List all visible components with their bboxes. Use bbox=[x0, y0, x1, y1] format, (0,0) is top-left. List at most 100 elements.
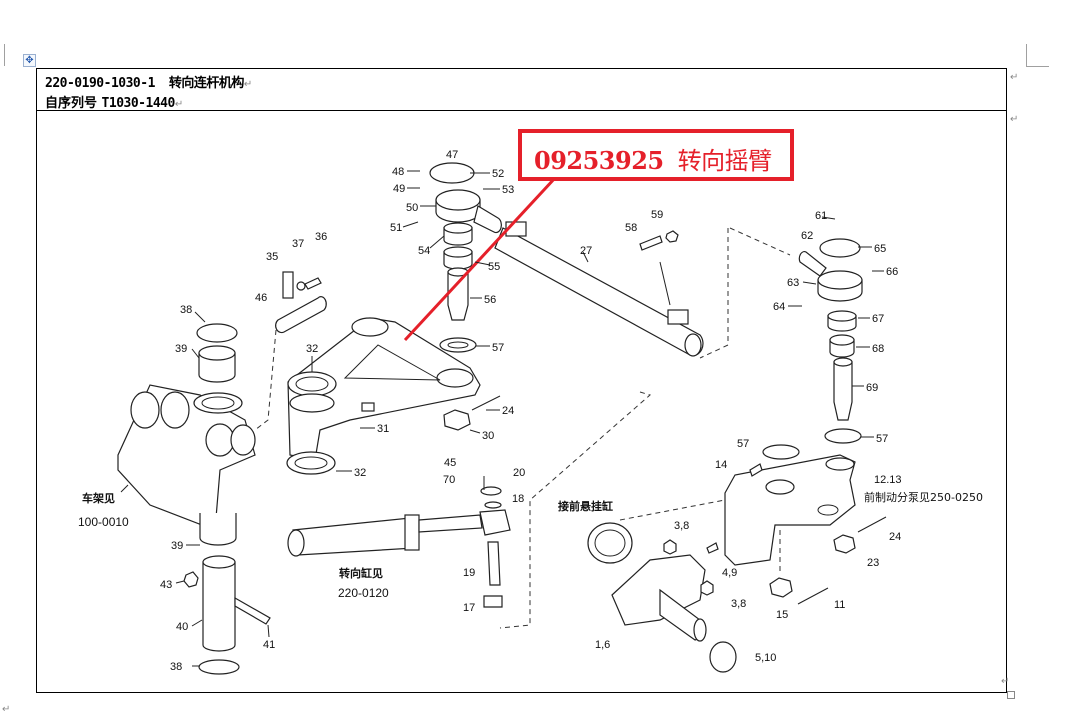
ball-stud-56-part bbox=[447, 271, 469, 321]
nut-15-part bbox=[769, 577, 793, 598]
header-serial-line: 自序列号 T1030-1440↵ bbox=[45, 92, 183, 111]
part-label: 36 bbox=[315, 231, 327, 243]
paragraph-mark: ↵ bbox=[1001, 676, 1010, 687]
callout-part-number: 09253925 bbox=[534, 146, 664, 175]
plug-3-8-part bbox=[663, 539, 677, 555]
nut-23-part bbox=[833, 534, 856, 554]
seat-18-part bbox=[484, 501, 502, 509]
part-label: 64 bbox=[773, 301, 785, 313]
part-label: 69 bbox=[866, 382, 878, 394]
part-label: 32 bbox=[306, 343, 318, 355]
nut-59-part bbox=[665, 230, 679, 243]
part-label: 56 bbox=[484, 294, 496, 306]
washer-37-part bbox=[296, 281, 306, 291]
part-label: 35 bbox=[266, 251, 278, 263]
part-label: 3,8 bbox=[674, 520, 689, 532]
bolt-14-part bbox=[749, 463, 763, 477]
part-label: 27 bbox=[580, 245, 592, 257]
suspension-label: 接前悬挂缸 bbox=[558, 499, 613, 513]
table-move-handle-icon[interactable]: ✥ bbox=[23, 54, 36, 67]
part-label: 18 bbox=[512, 493, 524, 505]
part-label: 62 bbox=[801, 230, 813, 242]
part-label: 50 bbox=[406, 202, 418, 214]
seal-57-part bbox=[439, 337, 477, 353]
nut-43-part bbox=[183, 571, 199, 588]
part-label: 15 bbox=[776, 609, 788, 621]
part-label: 58 bbox=[625, 222, 637, 234]
part-label: 63 bbox=[787, 277, 799, 289]
part-label: 12.13 bbox=[874, 474, 902, 486]
leader-lines bbox=[120, 170, 884, 667]
cover-20-part bbox=[480, 486, 502, 496]
part-label: 5,10 bbox=[755, 652, 776, 664]
cotter-pin-24b-part bbox=[857, 516, 887, 533]
part-label: 38 bbox=[180, 304, 192, 316]
knuckle-arm-12-13-part bbox=[724, 454, 856, 566]
bolt-36-part bbox=[304, 277, 322, 290]
bolt-58-part bbox=[639, 235, 663, 251]
plug-3-8b-part bbox=[700, 580, 714, 596]
cotter-pin-24-part bbox=[471, 395, 501, 411]
page-margin-corner-right bbox=[1026, 44, 1049, 67]
seal-5-10-part bbox=[709, 641, 737, 673]
part-label: 4,9 bbox=[722, 567, 737, 579]
part-label: 17 bbox=[463, 602, 475, 614]
part-label: 66 bbox=[886, 266, 898, 278]
cover-65-part bbox=[819, 238, 861, 258]
frame-ref-code: 100-0010 bbox=[78, 515, 129, 529]
part-label: 70 bbox=[443, 474, 455, 486]
brake-ref-label: 前制动分泵见250-0250 bbox=[864, 490, 983, 504]
cap-38-part bbox=[196, 323, 238, 343]
part-label: 48 bbox=[392, 166, 404, 178]
part-label: 19 bbox=[463, 567, 475, 579]
part-label: 23 bbox=[867, 557, 879, 569]
part-label: 40 bbox=[176, 621, 188, 633]
part-number-labels: 47 48 49 52 53 50 51 54 55 56 57 27 58 5… bbox=[160, 149, 902, 673]
part-label: 57 bbox=[492, 342, 504, 354]
part-label: 30 bbox=[482, 430, 494, 442]
reference-notes: 车架见 100-0010 转向缸见 220-0120 接前悬挂缸 前制动分泵见2… bbox=[78, 490, 983, 600]
cap-38-lower-part bbox=[198, 659, 240, 675]
part-label: 55 bbox=[488, 261, 500, 273]
part-label: 20 bbox=[513, 467, 525, 479]
part-label: 24 bbox=[889, 531, 901, 543]
part-label: 3,8 bbox=[731, 598, 746, 610]
part-label: 11 bbox=[834, 599, 845, 611]
seal-57-right-part bbox=[824, 428, 862, 444]
nut-30-part bbox=[443, 409, 471, 431]
callout-text: 09253925 转向摇臂 bbox=[534, 141, 772, 176]
paragraph-mark: ↵ bbox=[2, 704, 11, 715]
part-label: 51 bbox=[390, 222, 402, 234]
paragraph-mark: ↵ bbox=[243, 79, 252, 90]
part-label: 53 bbox=[502, 184, 514, 196]
part-label: 46 bbox=[255, 292, 267, 304]
cylinder-ref-label: 转向缸见 bbox=[339, 566, 383, 580]
callout-part-name: 转向摇臂 bbox=[677, 147, 773, 175]
part-label: 47 bbox=[446, 149, 458, 161]
paragraph-mark: ↵ bbox=[174, 99, 184, 110]
serial-label: 自序列号 bbox=[45, 96, 98, 111]
frame-ref-label: 车架见 bbox=[82, 491, 115, 505]
part-label: 37 bbox=[292, 238, 304, 250]
cylinder-ref-code: 220-0120 bbox=[338, 586, 389, 600]
part-label: 68 bbox=[872, 343, 884, 355]
part-label: 1,6 bbox=[595, 639, 610, 651]
part-label: 65 bbox=[874, 243, 886, 255]
bushing-39-part bbox=[198, 352, 236, 383]
ball-stud-19-part bbox=[487, 541, 501, 586]
part-label: 52 bbox=[492, 168, 504, 180]
end-of-row-marker bbox=[1007, 691, 1015, 699]
serial-range: T1030-1440 bbox=[101, 96, 176, 111]
bolt-41-part bbox=[234, 596, 271, 625]
end-17-part bbox=[483, 595, 503, 608]
pin-40-part bbox=[202, 561, 236, 652]
assembly-part-number: 220-0190-1030-1 bbox=[45, 76, 155, 91]
part-label: 39 bbox=[175, 343, 187, 355]
assembly-title: 转向连杆机构 bbox=[168, 76, 245, 91]
callout-pointer bbox=[403, 176, 557, 342]
part-label: 24 bbox=[502, 405, 514, 417]
cotter-pin-11-part bbox=[797, 587, 829, 605]
part-label: 41 bbox=[263, 639, 275, 651]
